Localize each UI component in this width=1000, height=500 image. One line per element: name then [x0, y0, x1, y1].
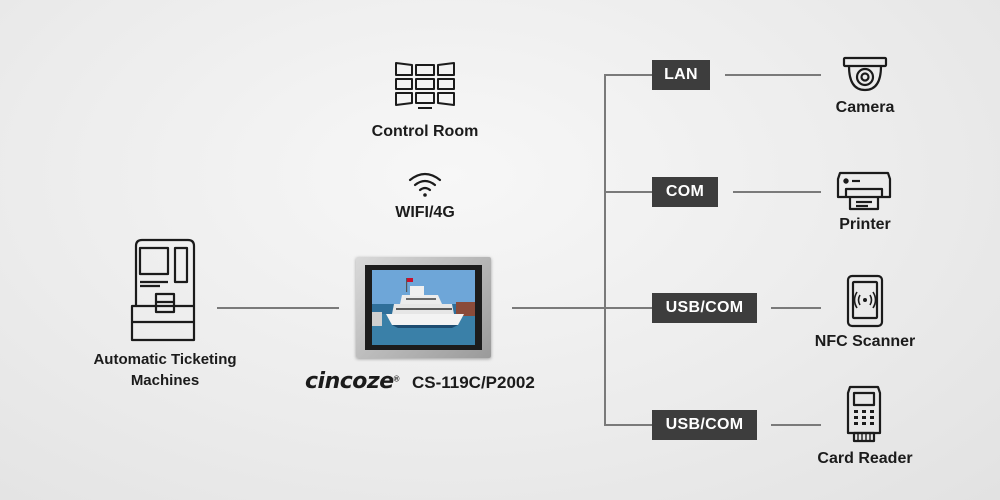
device-line-nfc [771, 307, 821, 309]
device-line-card-reader [771, 424, 821, 426]
device-label-nfc-scanner: NFC Scanner [814, 333, 916, 350]
camera-icon [842, 56, 888, 94]
card-reader-icon [846, 385, 882, 443]
ticket-machine-icon [130, 238, 200, 342]
panel-pc [356, 257, 491, 358]
device-label-printer: Printer [839, 216, 891, 233]
device-line-camera [725, 74, 821, 76]
bus-branch-com [604, 191, 652, 193]
port-usb-com-1: USB/COM [652, 293, 757, 323]
device-label-card-reader: Card Reader [817, 450, 913, 467]
nfc-scanner-icon [846, 274, 884, 328]
panel-connector-line [512, 307, 652, 309]
wifi-icon [408, 172, 442, 198]
printer-icon [836, 171, 892, 211]
device-line-printer [733, 191, 821, 193]
bus-branch-lan [604, 74, 652, 76]
ticketing-label-line1: Automatic Ticketing [93, 351, 237, 368]
bus-branch-usb-1 [604, 424, 652, 426]
ticketing-label-line2: Machines [130, 372, 200, 389]
ferry-screen-image [372, 270, 475, 345]
port-lan: LAN [652, 60, 710, 90]
port-usb-com-2: USB/COM [652, 410, 757, 440]
model-name: CS-119C/P2002 [411, 373, 535, 392]
port-com: COM [652, 177, 718, 207]
bus-vertical-line [604, 74, 606, 425]
panel-pc-screen [365, 265, 482, 350]
ticketing-connector-line [217, 307, 339, 309]
device-label-camera: Camera [835, 99, 895, 116]
product-caption: cincoze® CS-119C/P2002 [305, 369, 565, 395]
video-wall-icon [392, 60, 458, 110]
wifi-label: WIFI/4G [395, 204, 455, 221]
cincoze-logo: cincoze [305, 369, 394, 394]
control-room-label: Control Room [371, 123, 479, 140]
registered-mark: ® [393, 374, 400, 384]
